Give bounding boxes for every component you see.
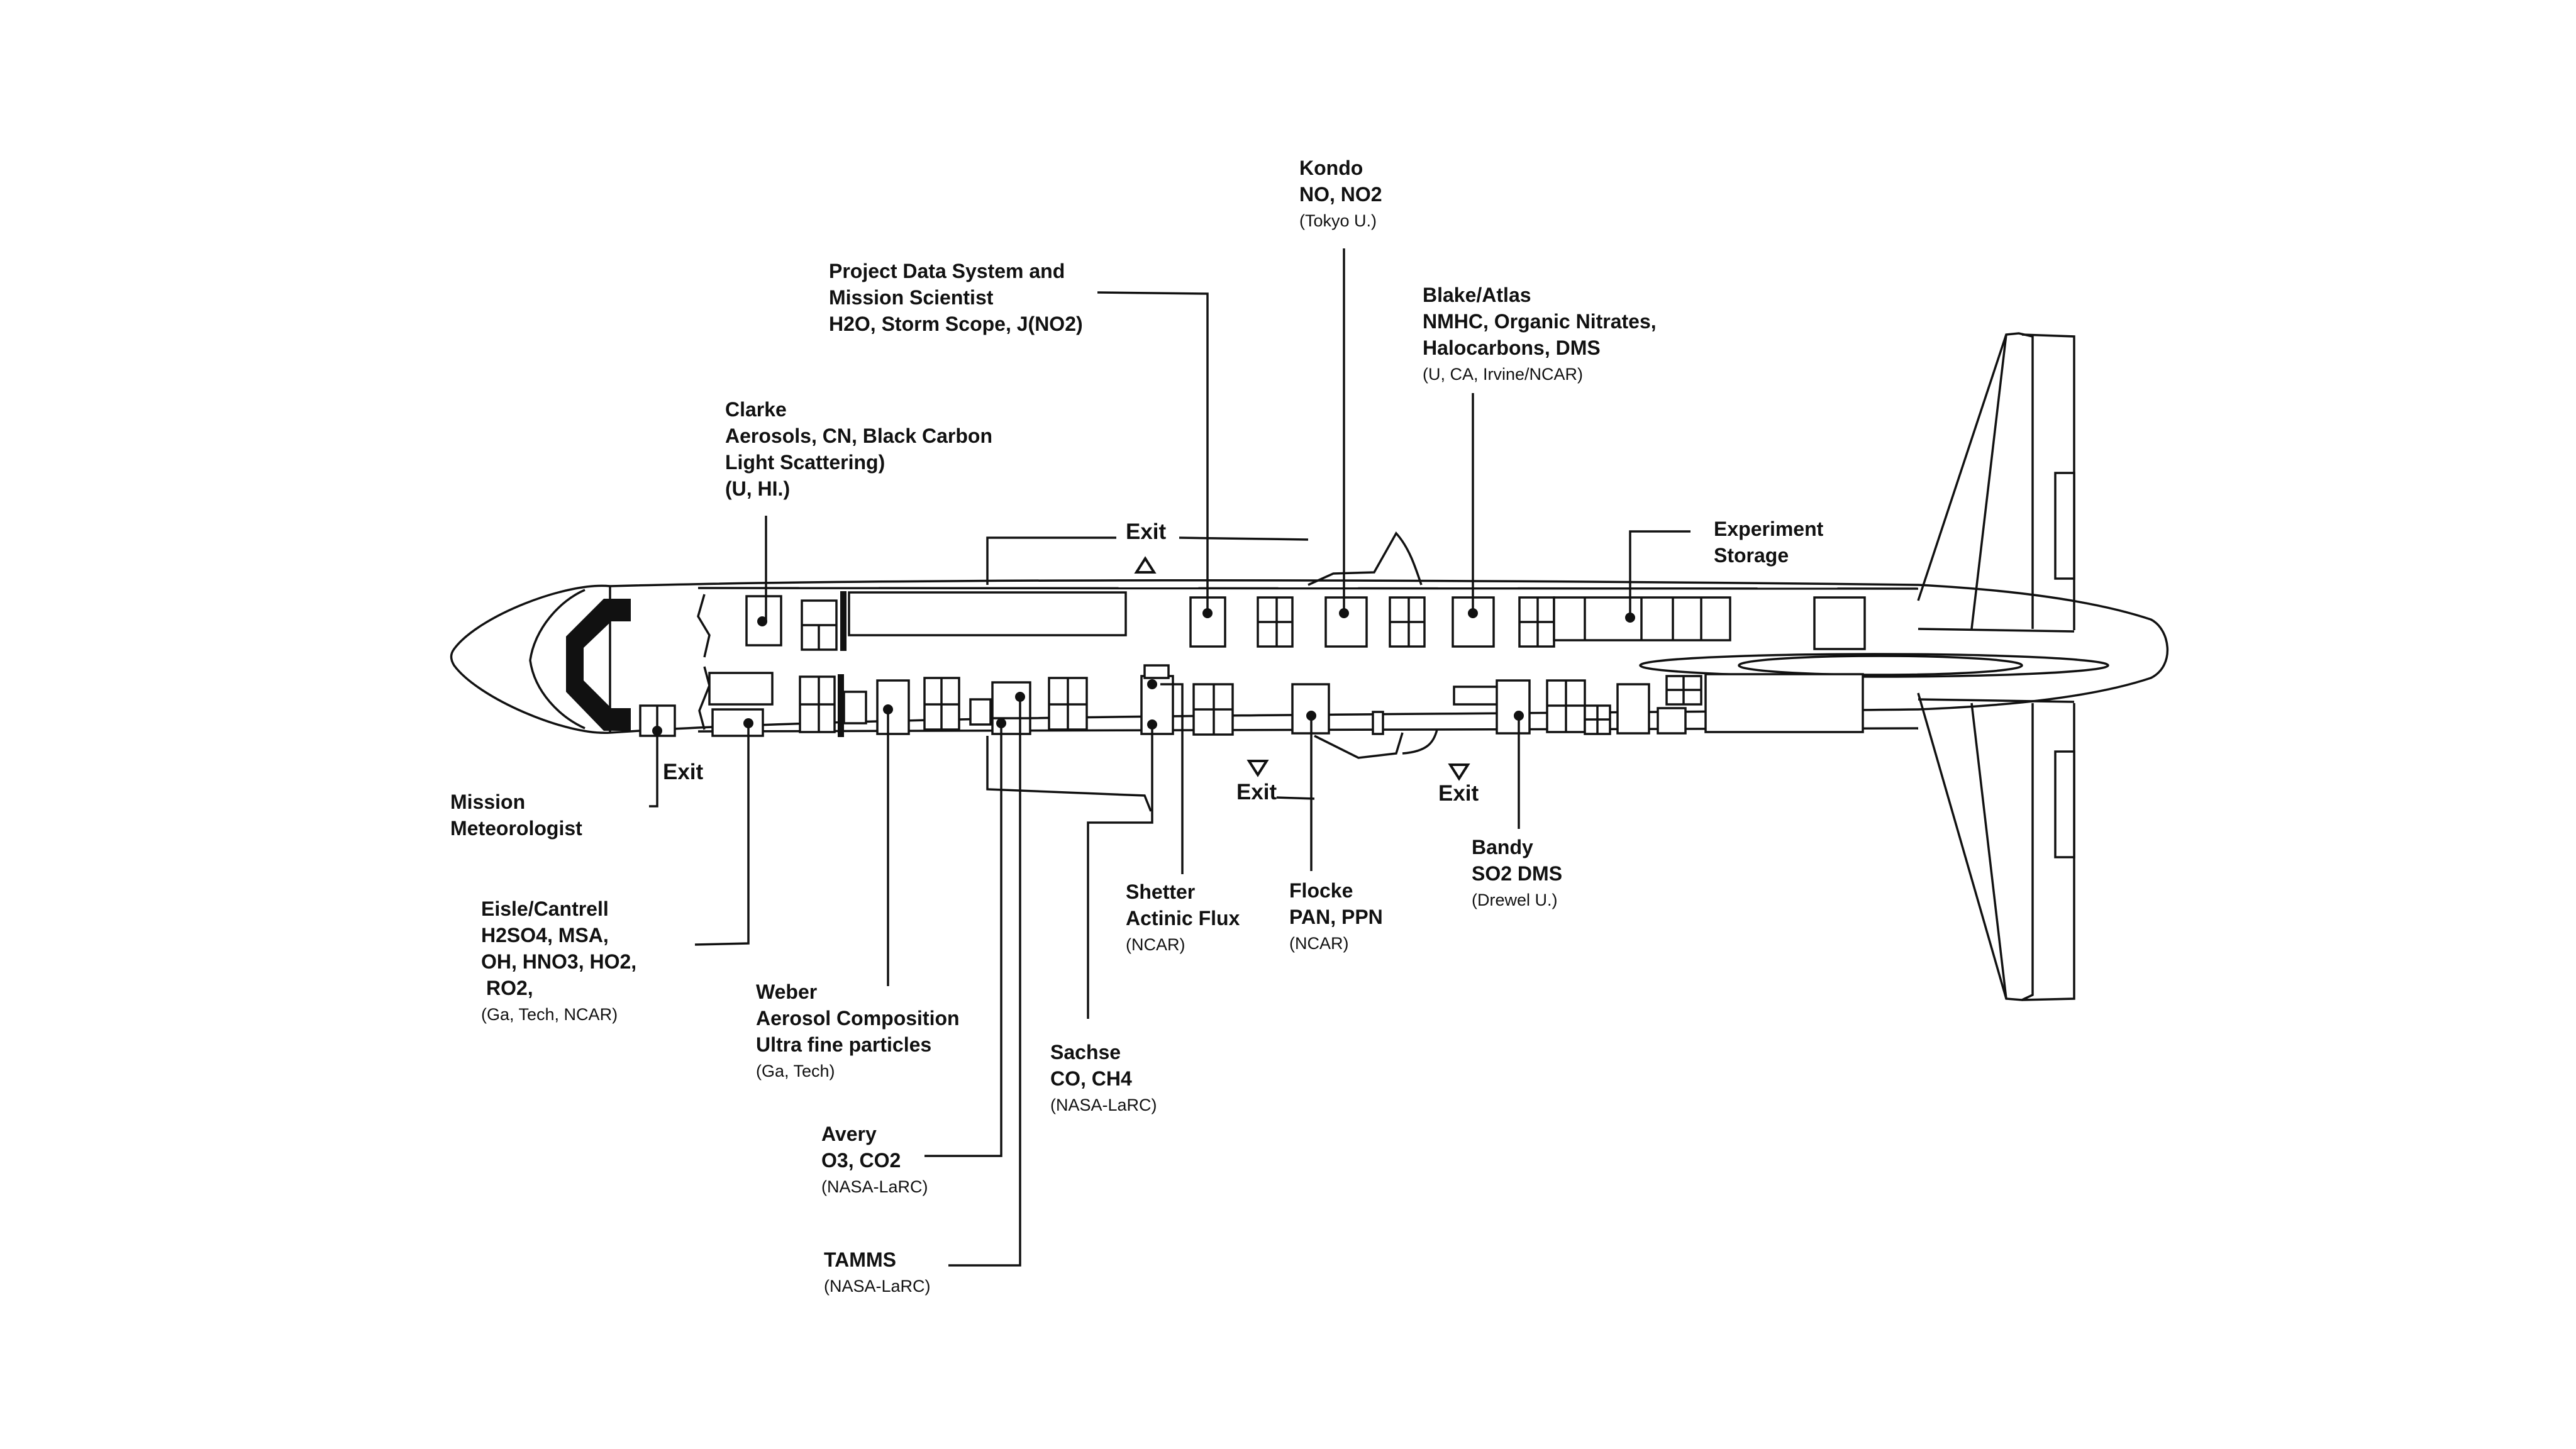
blake-org: (U, CA, Irvine/NCAR) [1423, 365, 1584, 384]
blake-name: Blake/Atlas [1423, 284, 1531, 306]
leader-lines [649, 248, 1690, 1267]
exit-label-top: Exit [1126, 519, 1167, 544]
avery-name: Avery [821, 1123, 877, 1145]
exit-mid-bottom-triangle [1246, 760, 1269, 777]
label-clarke: Clarke Aerosols, CN, Black Carbon Light … [725, 396, 992, 502]
tamms-name: TAMMS [824, 1248, 896, 1271]
clarke-org: (U, HI.) [725, 477, 791, 500]
flocke-name: Flocke [1289, 879, 1353, 902]
storage-line2: Storage [1714, 544, 1789, 567]
top-racks [745, 591, 1866, 651]
blake-species1: NMHC, Organic Nitrates, [1423, 310, 1657, 333]
flocke-org: (NCAR) [1289, 934, 1349, 953]
exit-label-mid-bottom: Exit [1236, 780, 1277, 804]
clarke-species2: Light Scattering) [725, 451, 886, 474]
pds-line2: Mission Scientist [829, 286, 994, 309]
label-mission-meteorologist: Mission Meteorologist [450, 789, 582, 841]
label-tamms: TAMMS (NASA-LaRC) [824, 1246, 931, 1299]
door-bottom-outline-2 [1402, 729, 1438, 755]
kondo-name: Kondo [1299, 157, 1363, 179]
label-experiment-storage: Experiment Storage [1714, 516, 1823, 569]
label-avery: Avery O3, CO2 (NASA-LaRC) [821, 1121, 928, 1200]
eisle-species2: OH, HNO3, HO2, [481, 950, 637, 973]
kondo-org: (Tokyo U.) [1299, 211, 1377, 230]
eisle-species1: H2SO4, MSA, [481, 924, 609, 947]
door-bottom-outline [1314, 732, 1404, 759]
storage-line1: Experiment [1714, 518, 1824, 540]
bandy-org: (Drewel U.) [1472, 891, 1558, 909]
label-bandy: Bandy SO2 DMS (Drewel U.) [1472, 834, 1562, 913]
pds-line3: H2O, Storm Scope, J(NO2) [829, 313, 1083, 335]
flocke-species: PAN, PPN [1289, 906, 1383, 928]
exit-label-front-bottom: Exit [663, 760, 704, 784]
label-blake-atlas: Blake/Atlas NMHC, Organic Nitrates, Halo… [1423, 282, 1657, 387]
label-weber: Weber Aerosol Composition Ultra fine par… [756, 979, 960, 1084]
label-sachse: Sachse CO, CH4 (NASA-LaRC) [1050, 1039, 1157, 1118]
exit-rear-bottom-triangle [1448, 763, 1470, 781]
exit-label-rear-bottom: Exit [1438, 781, 1479, 806]
door-top-outline [1307, 531, 1423, 586]
bottom-racks [639, 664, 1864, 737]
weber-species2: Ultra fine particles [756, 1033, 932, 1056]
shetter-org: (NCAR) [1126, 935, 1185, 954]
eisle-species3: RO2, [486, 977, 533, 999]
sachse-species: CO, CH4 [1050, 1067, 1132, 1090]
kondo-species: NO, NO2 [1299, 183, 1382, 206]
label-kondo: Kondo NO, NO2 (Tokyo U.) [1299, 155, 1382, 234]
tail-wings [1917, 332, 2075, 1001]
avery-species: O3, CO2 [821, 1149, 901, 1172]
pds-line1: Project Data System and [829, 260, 1065, 282]
label-eisle-cantrell: Eisle/Cantrell H2SO4, MSA, OH, HNO3, HO2… [481, 896, 636, 1028]
eisle-org: (Ga, Tech, NCAR) [481, 1005, 618, 1024]
avery-org: (NASA-LaRC) [821, 1177, 928, 1196]
meteorologist-line2: Meteorologist [450, 817, 582, 840]
sachse-org: (NASA-LaRC) [1050, 1096, 1157, 1114]
label-project-data-system: Project Data System and Mission Scientis… [829, 258, 1083, 337]
clarke-species1: Aerosols, CN, Black Carbon [725, 425, 992, 447]
clarke-name: Clarke [725, 398, 787, 421]
label-flocke: Flocke PAN, PPN (NCAR) [1289, 877, 1383, 957]
bandy-name: Bandy [1472, 836, 1533, 858]
meteorologist-line1: Mission [450, 791, 526, 813]
shetter-name: Shetter [1126, 880, 1196, 903]
blake-species2: Halocarbons, DMS [1423, 336, 1601, 359]
cockpit-seats [566, 599, 631, 731]
weber-name: Weber [756, 980, 818, 1003]
shetter-species: Actinic Flux [1126, 907, 1240, 930]
weber-species1: Aerosol Composition [756, 1007, 960, 1030]
sachse-name: Sachse [1050, 1041, 1121, 1063]
tamms-org: (NASA-LaRC) [824, 1277, 931, 1296]
weber-org: (Ga, Tech) [756, 1062, 835, 1080]
label-shetter: Shetter Actinic Flux (NCAR) [1126, 879, 1240, 958]
bandy-species: SO2 DMS [1472, 862, 1563, 885]
eisle-name: Eisle/Cantrell [481, 897, 609, 920]
exit-top-triangle [1134, 556, 1157, 574]
